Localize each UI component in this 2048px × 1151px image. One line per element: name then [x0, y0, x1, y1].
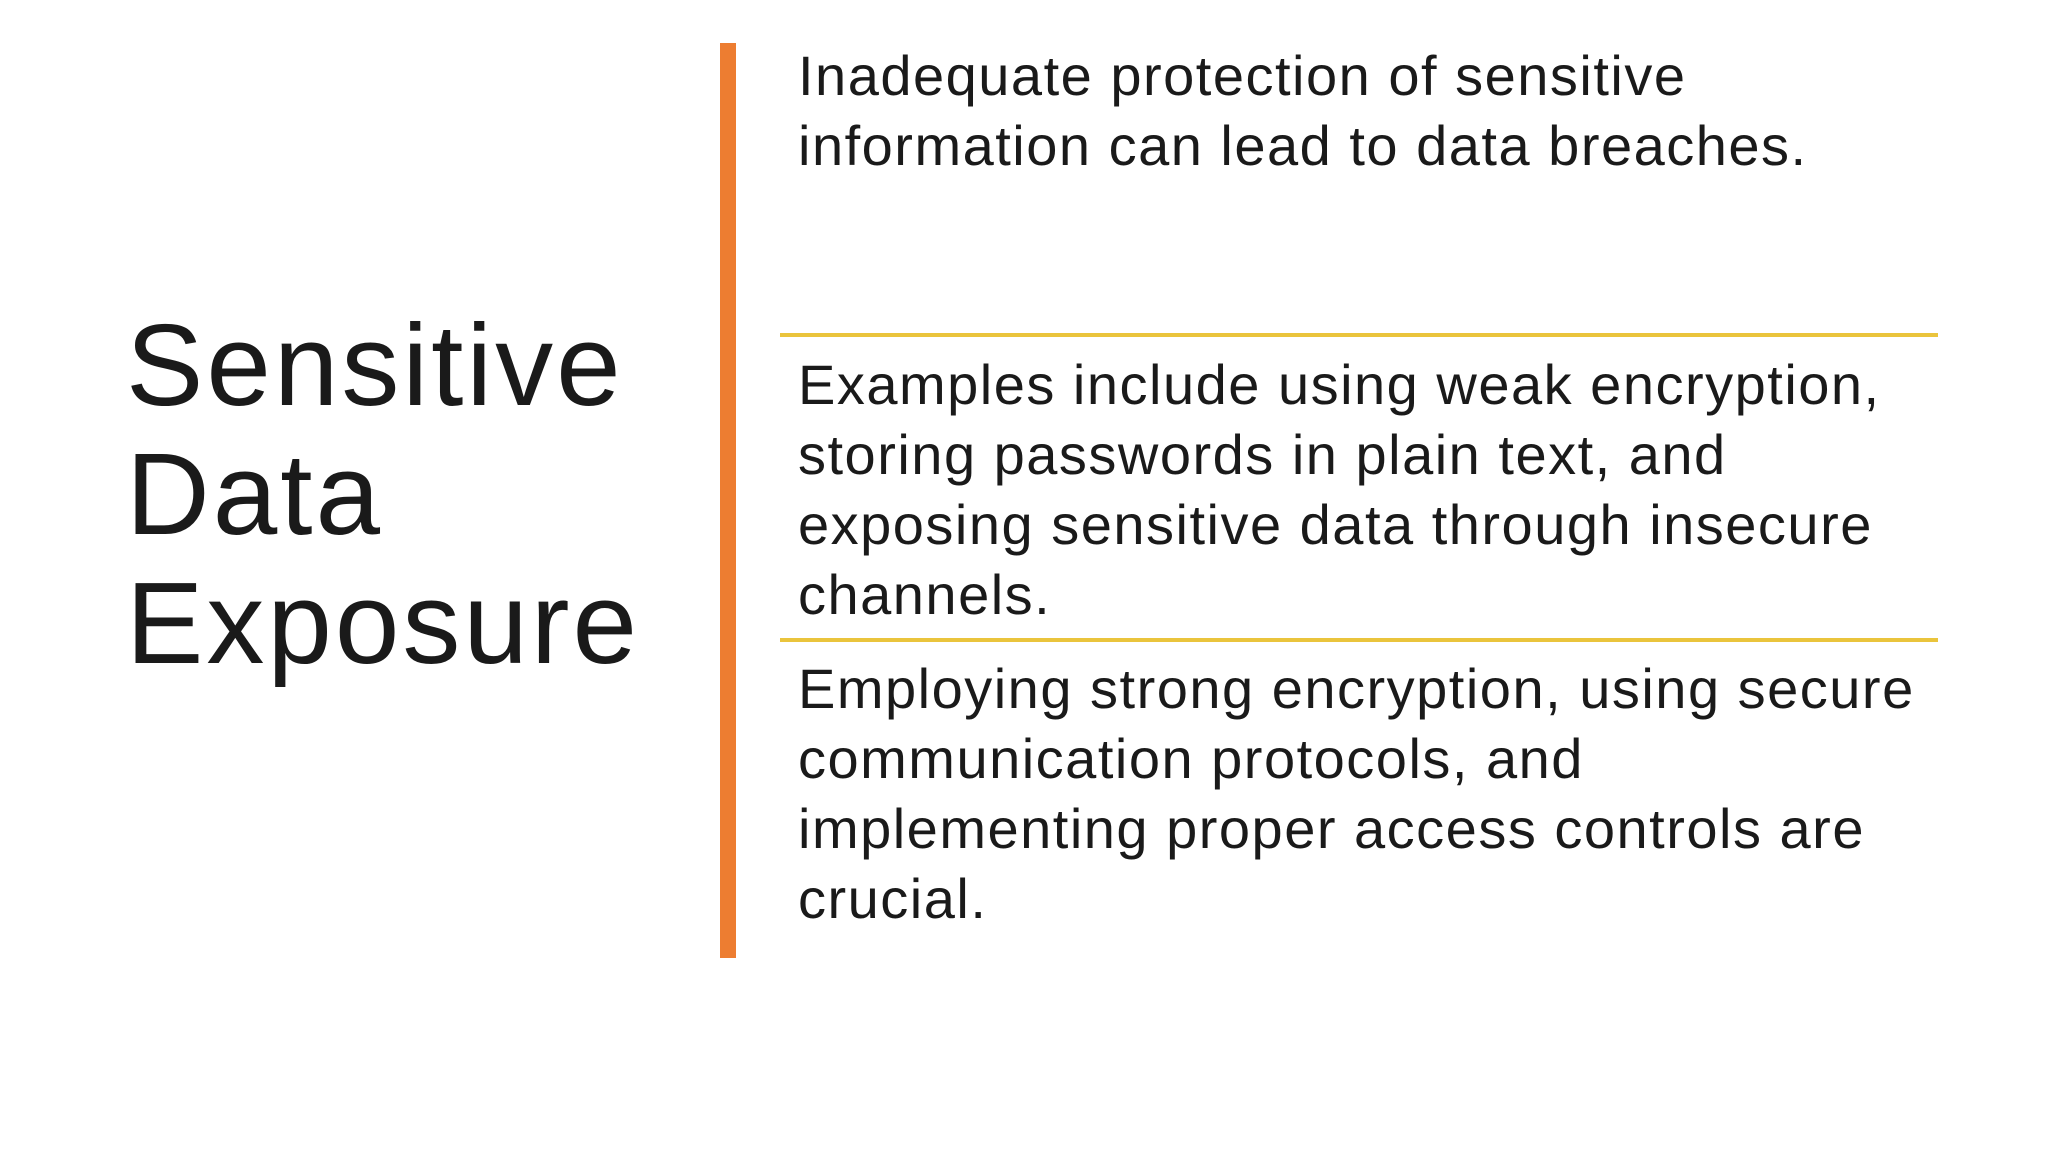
slide-title: Sensitive Data Exposure [126, 300, 641, 688]
vertical-accent-bar [720, 43, 736, 958]
divider-line-1 [780, 333, 1938, 337]
body-paragraph-1: Inadequate protection of sensitive infor… [798, 44, 1808, 177]
body-paragraph-2: Examples include using weak encryption, … [798, 353, 1881, 626]
divider-line-2 [780, 638, 1938, 642]
body-paragraph-3: Employing strong encryption, using secur… [798, 657, 1915, 930]
